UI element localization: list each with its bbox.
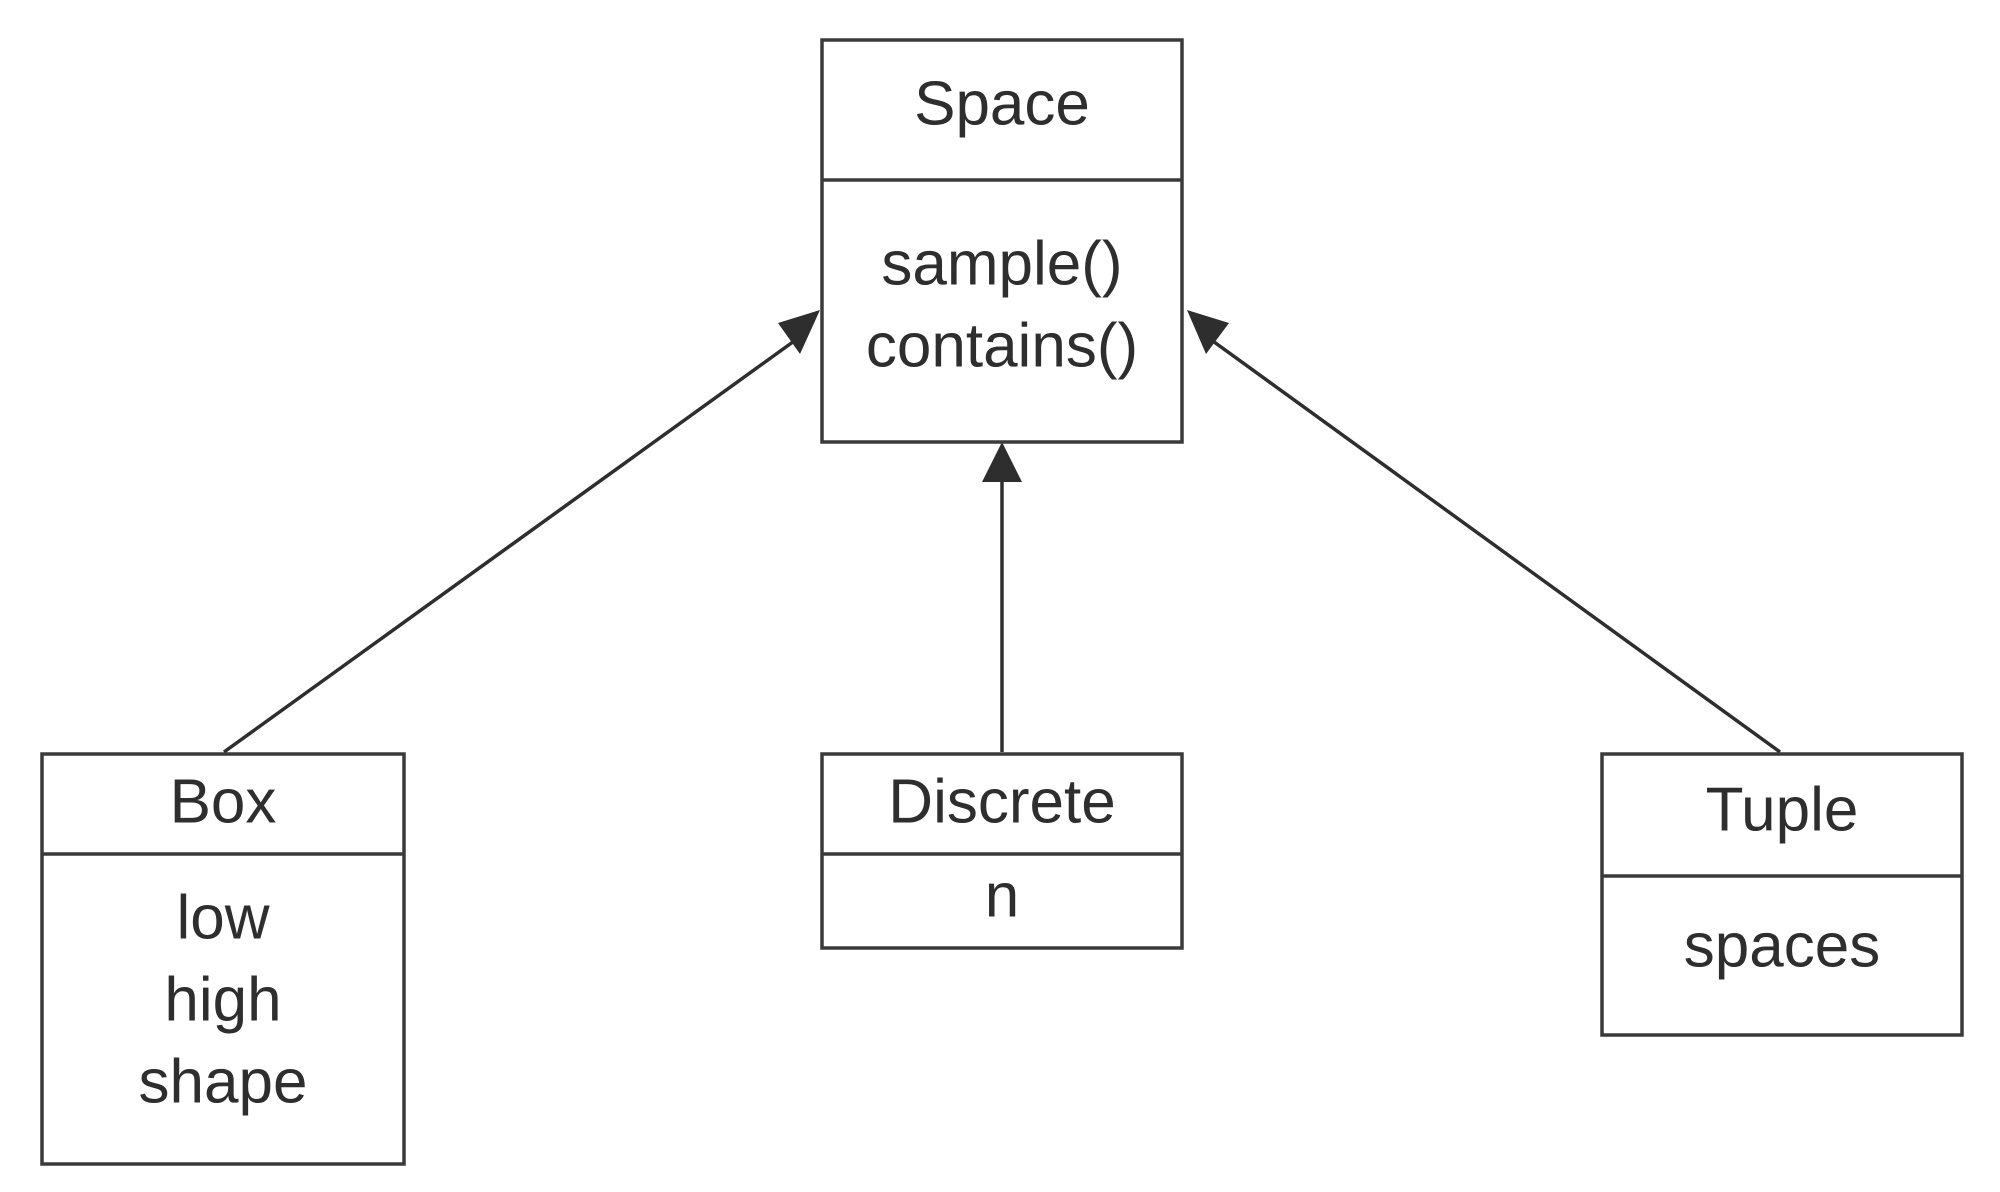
class-box: Box low high shape	[40, 752, 406, 1166]
class-tuple: Tuple spaces	[1600, 752, 1964, 1037]
tuple-to-space-arrowhead	[1187, 310, 1229, 354]
class-space-member-contains: contains()	[866, 311, 1138, 380]
class-discrete: Discrete n	[820, 752, 1184, 950]
box-to-space-arrowhead	[778, 310, 820, 354]
class-box-name: Box	[170, 767, 277, 836]
class-box-member-low: low	[176, 883, 269, 952]
class-tuple-member-spaces: spaces	[1684, 911, 1880, 980]
class-box-member-shape: shape	[139, 1047, 308, 1116]
inheritance-arrows	[222, 310, 1782, 754]
class-discrete-member-n: n	[985, 861, 1019, 930]
class-space: Space sample() contains()	[820, 38, 1184, 444]
tuple-to-space-line	[1208, 337, 1782, 754]
class-box-frame	[40, 752, 406, 1166]
class-space-name: Space	[914, 69, 1090, 138]
class-space-member-sample: sample()	[881, 229, 1122, 298]
class-discrete-name: Discrete	[888, 767, 1115, 836]
class-tuple-frame	[1600, 752, 1964, 1037]
discrete-to-space-arrowhead	[982, 442, 1022, 482]
class-box-member-high: high	[164, 965, 281, 1034]
class-discrete-frame	[820, 752, 1184, 950]
box-to-space-line	[222, 337, 799, 754]
class-tuple-name: Tuple	[1706, 775, 1859, 844]
class-space-frame	[820, 38, 1184, 444]
